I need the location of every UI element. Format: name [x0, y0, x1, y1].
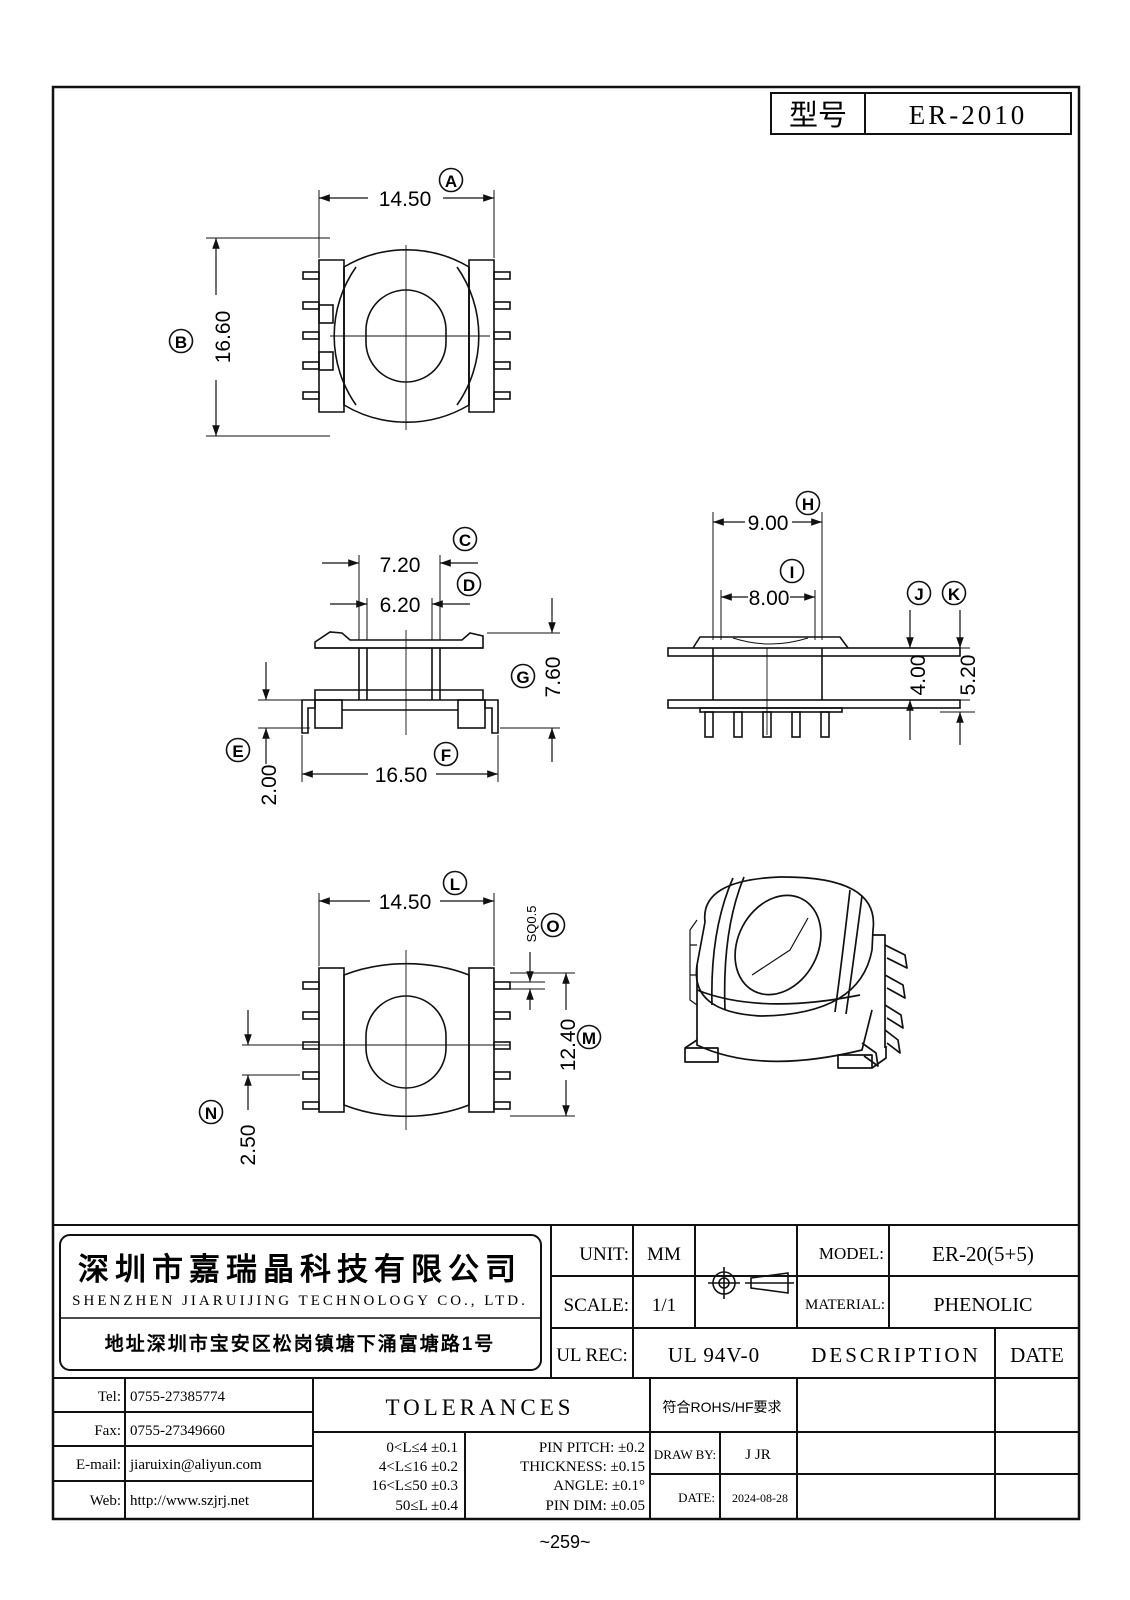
dim-h-value: 9.00 — [748, 512, 789, 535]
dim-k-tag: K — [948, 585, 961, 604]
model-label: 型号 — [789, 99, 847, 132]
spec-pin-dim: PIN DIM: ±0.05 — [546, 1498, 646, 1514]
scale-label: SCALE: — [564, 1295, 629, 1316]
dim-c-tag: C — [459, 531, 471, 550]
tolerances-title: TOLERANCES — [385, 1395, 574, 1420]
side-view — [258, 555, 560, 782]
dim-k-value: 5.20 — [957, 655, 980, 696]
date-label: DATE: — [678, 1490, 715, 1505]
spec-pin-pitch: PIN PITCH: ±0.2 — [539, 1440, 645, 1456]
ulrec-value: UL 94V-0 — [668, 1343, 760, 1367]
model-field-value: ER-20(5+5) — [932, 1242, 1034, 1266]
dim-g-tag: G — [516, 668, 529, 687]
model-value: ER-2010 — [909, 100, 1028, 130]
company-name-en: SHENZHEN JIARUIJING TECHNOLOGY CO., LTD. — [72, 1293, 528, 1309]
dim-a-tag: A — [445, 172, 457, 191]
dim-d-tag: D — [463, 576, 475, 595]
fax-label: Fax: — [94, 1423, 121, 1439]
dim-j-tag: J — [914, 585, 923, 604]
dim-m-value: 12.40 — [557, 1019, 580, 1072]
tolerance-row-1: 0<L≤4 ±0.1 — [386, 1440, 458, 1456]
spec-angle: ANGLE: ±0.1° — [553, 1478, 645, 1494]
tolerance-row-3: 16<L≤50 ±0.3 — [371, 1478, 458, 1494]
draw-by-value: J JR — [745, 1447, 770, 1463]
fax-value: 0755-27349660 — [130, 1423, 225, 1439]
dim-o-tag: O — [546, 917, 559, 936]
web-label: Web: — [90, 1493, 121, 1509]
drawing-frame — [51, 85, 1081, 1521]
rohs-note: 符合ROHS/HF要求 — [663, 1399, 782, 1415]
top-view-pins — [302, 271, 511, 400]
dim-i-tag: I — [790, 563, 795, 582]
dim-l-tag: L — [450, 875, 460, 894]
dim-e-value: 2.00 — [258, 765, 281, 806]
dim-n-value: 2.50 — [237, 1125, 260, 1166]
email-value[interactable]: jiaruixin@aliyun.com — [129, 1457, 262, 1473]
material-label: MATERIAL: — [805, 1297, 885, 1313]
draw-by-label: DRAW BY: — [654, 1447, 716, 1462]
dim-a-value: 14.50 — [379, 188, 432, 211]
ulrec-label: UL REC: — [556, 1345, 628, 1366]
page-number: ~259~ — [539, 1532, 590, 1552]
dim-d-value: 6.20 — [380, 594, 421, 617]
dim-m-tag: M — [582, 1029, 596, 1048]
dim-o-value: SQ0.5 — [524, 906, 539, 943]
date-column-header: DATE — [1010, 1343, 1064, 1367]
end-view-pins — [704, 711, 830, 738]
scale-value: 1/1 — [652, 1295, 676, 1316]
end-view — [667, 512, 975, 745]
projection-symbol-icon — [708, 1267, 794, 1299]
tolerance-row-4: 50≤L ±0.4 — [395, 1498, 458, 1514]
dim-i-value: 8.00 — [749, 587, 790, 610]
spec-thickness: THICKNESS: ±0.15 — [520, 1459, 645, 1475]
dim-l-value: 14.50 — [379, 891, 432, 914]
bottom-view — [242, 893, 575, 1130]
unit-label: UNIT: — [579, 1244, 629, 1265]
dim-b-tag: B — [175, 333, 187, 352]
dim-e-tag: E — [232, 742, 243, 761]
dim-c-value: 7.20 — [380, 554, 421, 577]
isometric-view — [684, 876, 908, 1069]
web-value[interactable]: http://www.szjrj.net — [130, 1493, 250, 1509]
email-label: E-mail: — [76, 1457, 121, 1473]
top-view — [206, 190, 511, 437]
bottom-view-pins — [302, 981, 511, 1110]
dim-f-tag: F — [441, 746, 451, 765]
company-name-cn: 深圳市嘉瑞晶科技有限公司 — [78, 1252, 522, 1287]
tel-label: Tel: — [98, 1389, 121, 1405]
dim-g-value: 7.60 — [542, 657, 565, 698]
model-field-label: MODEL: — [819, 1244, 884, 1263]
dim-j-value: 4.00 — [907, 655, 930, 696]
dim-h-tag: H — [802, 495, 814, 514]
company-address: 地址深圳市宝安区松岗镇塘下涌富塘路1号 — [105, 1332, 496, 1355]
tolerance-row-2: 4<L≤16 ±0.2 — [379, 1459, 458, 1475]
date-value: 2024-08-28 — [732, 1491, 788, 1505]
dim-b-value: 16.60 — [212, 311, 235, 364]
tel-value: 0755-27385774 — [130, 1389, 225, 1405]
description-header: DESCRIPTION — [811, 1343, 981, 1367]
dim-n-tag: N — [205, 1104, 217, 1123]
unit-value: MM — [647, 1244, 681, 1265]
dim-f-value: 16.50 — [375, 764, 428, 787]
material-value: PHENOLIC — [934, 1294, 1033, 1316]
title-block-grid — [53, 1224, 1079, 1518]
model-header: 型号 ER-2010 — [770, 92, 1072, 135]
company-box — [59, 1234, 542, 1371]
isometric-pins — [861, 944, 908, 1067]
